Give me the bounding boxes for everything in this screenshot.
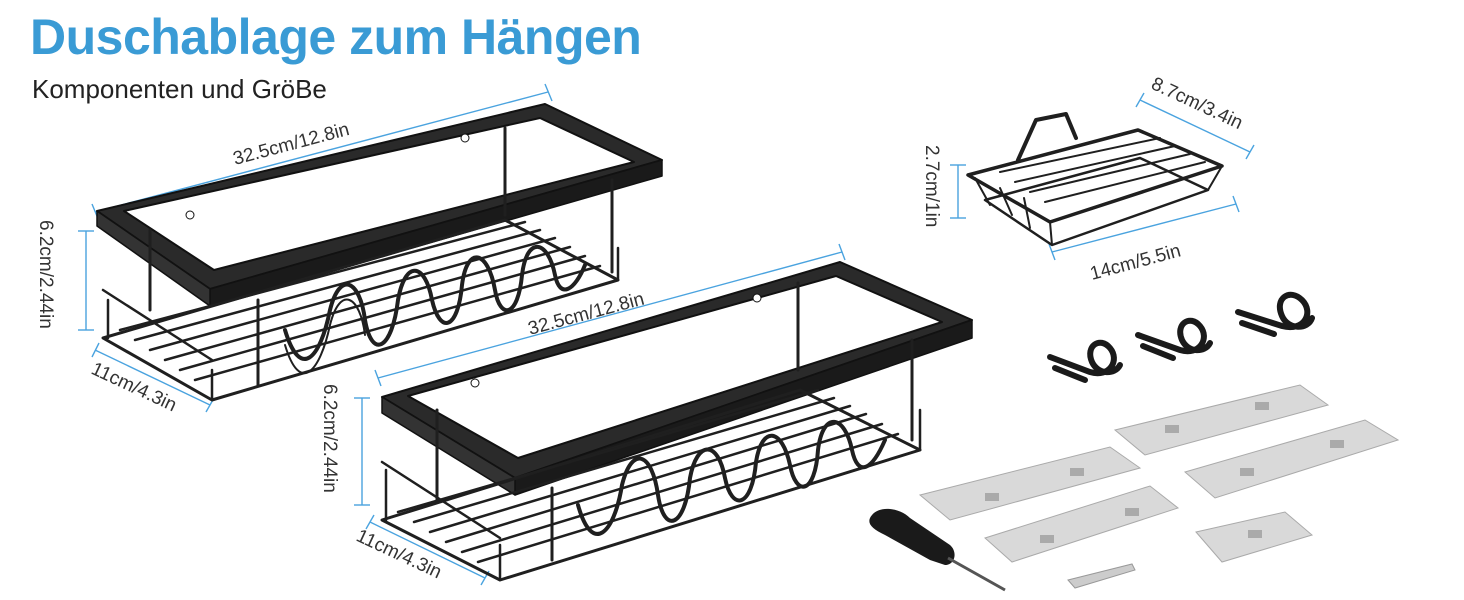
adhesive-plate [1113,384,1330,456]
shower-rack-1 [96,103,663,402]
page-title: Duschablage zum Hängen [30,9,642,65]
soap-length-label: 14cm/5.5in [1088,240,1183,284]
rack2-height-dimension: 6.2cm/2.44in [319,384,370,506]
soap-length-dimension: 14cm/5.5in [1048,195,1240,285]
hook-3 [1235,291,1315,337]
screwdriver [869,508,1006,592]
adhesive-plates [918,384,1400,563]
adhesive-plate [918,446,1142,521]
adhesive-plate [1195,511,1314,563]
hook-2 [1135,317,1213,361]
rack1-height-dimension: 6.2cm/2.44in [35,220,94,331]
rack2-depth-label: 11cm/4.3in [353,525,445,583]
adhesive-plate [984,485,1180,563]
soap-height-label: 2.7cm/1in [921,145,942,227]
hex-key [1067,563,1136,589]
soap-dish [966,112,1224,247]
rack2-height-label: 6.2cm/2.44in [319,384,340,493]
soap-height-dimension: 2.7cm/1in [921,145,966,227]
rack1-depth-label: 11cm/4.3in [88,358,180,416]
hook-1 [1047,339,1123,383]
soap-depth-label: 8.7cm/3.4in [1148,73,1246,134]
soap-depth-dimension: 8.7cm/3.4in [1135,73,1255,160]
rack1-height-label: 6.2cm/2.44in [35,220,56,329]
adhesive-plate [1183,419,1400,499]
shower-rack-2 [380,261,973,582]
page-subtitle: Komponenten und GröBe [32,74,327,104]
